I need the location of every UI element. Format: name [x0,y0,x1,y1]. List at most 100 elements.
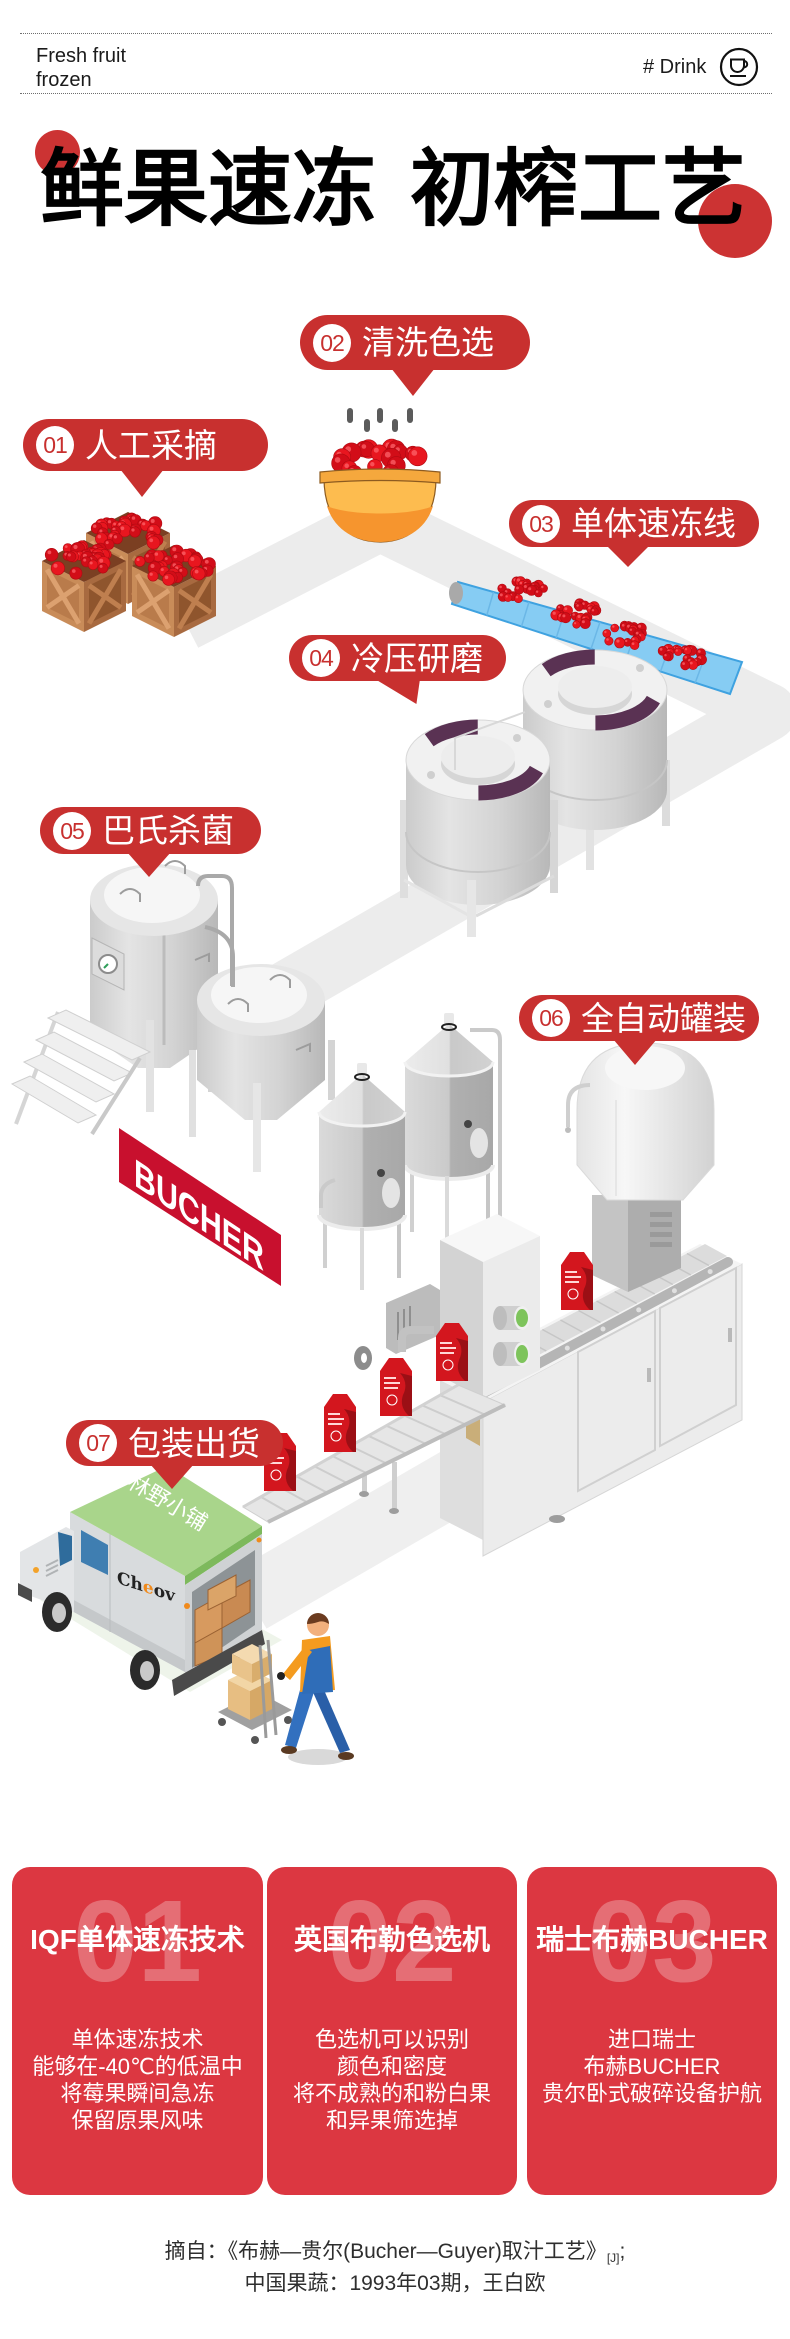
washer-hole [361,1353,367,1363]
berry-highlight [516,586,519,590]
icon-ring [719,47,759,87]
pouch-label-line [440,1352,454,1354]
berry [407,446,428,467]
title-accent-dot-left [35,130,80,175]
feature-card-bucher: 03 瑞士布赫BUCHER 进口瑞士 布赫BUCHER 贵尔卧式破碎设备护航 [527,1867,777,2195]
bowl-rim [319,468,441,484]
stair-tread [10,1075,98,1124]
berry-highlight [631,642,635,645]
tank-handle [295,1042,311,1052]
rail-bolt [564,1345,570,1351]
berry-highlight [53,563,58,568]
berry-highlight [562,614,566,618]
pouch-label-line [565,1281,579,1283]
roller-core [516,1309,528,1327]
step-title: 人工采摘 [85,426,217,464]
berry-highlight [334,457,341,463]
card-body-line: 色选机可以识别 [314,2027,469,2052]
berry [87,559,99,571]
crate [42,540,126,632]
belt-slat [486,591,495,616]
berry-highlight [574,622,577,625]
berry-highlight [582,602,585,605]
card-body-line: 进口瑞士 [607,2027,696,2052]
conveyor-slat [385,1424,427,1445]
conveyor-foot [389,1508,399,1514]
door-handle [647,1368,651,1382]
neck-vent [650,1222,672,1227]
berry-highlight [604,630,607,634]
step-number-badge: 03 [522,504,560,543]
title-accent-dot-right [698,184,772,258]
pouch-label-line [328,1418,344,1420]
card-title: IQF单体速冻技术 [30,1924,245,1955]
header-bottom-divider [20,93,772,94]
bowl-base-shade [327,506,433,542]
berry-highlight [73,544,78,550]
fruit-pile [602,620,647,650]
berry [590,607,599,616]
pouch-emblem [567,1288,579,1300]
storage-tank-left [317,1063,407,1290]
berry [604,636,614,646]
berry-highlight [118,522,122,526]
berry-highlight [564,607,568,611]
berry-highlight [99,558,104,563]
step-label-07: 07 包装出货 [66,1420,283,1466]
berry-highlight [581,620,585,624]
citation-line-2: 中国果蔬：1993年03期，王白欧 [244,2272,546,2295]
berry-highlight [361,444,367,449]
water-drop-icon [364,419,370,432]
berry-highlight [664,654,667,657]
truck-grille [45,1569,59,1577]
cup-handle [743,60,749,69]
truck-headlight [33,1567,39,1573]
worker-shoe [338,1752,354,1760]
pasteurization-tank-short [189,874,335,1172]
tank-leg [253,1083,261,1172]
tagline-line-2: frozen [36,69,92,91]
step-label-03: 03 单体速冻线 [509,500,759,547]
control-box [386,1284,440,1354]
conveyor-slat [421,1404,466,1426]
tank-band [405,831,551,873]
berry-highlight [499,593,503,597]
fruit-pile [657,644,707,671]
berry-highlight [89,561,93,565]
berry-highlight [635,631,639,635]
berry-highlight [588,606,591,610]
category-tag: # Drink [643,56,707,78]
grinding-tank-back [522,649,670,870]
worker-shoe [281,1746,297,1754]
cart-wheel [251,1736,259,1744]
step-title: 包装出货 [128,1424,260,1462]
pouch-graphic [581,1267,593,1310]
cart-handle [258,1644,268,1739]
step-number-badge: 04 [302,639,340,677]
berry-highlight [689,661,693,665]
tank-gauge [377,1169,385,1177]
berry-highlight [83,558,87,562]
step-number-badge: 05 [53,811,91,850]
citation-source: 摘自：《布赫—贵尔(Bucher—Guyer)取汁工艺》 [164,2240,607,2263]
header-tagline: Fresh fruit frozen [36,44,126,92]
berry-highlight [149,526,154,531]
berry [514,594,523,603]
step-number-badge: 07 [79,1424,117,1462]
step-label-06: 06 全自动罐装 [519,995,759,1041]
conveyor-slat [403,1414,447,1436]
tank-lid [441,736,515,778]
berry [147,570,159,582]
berry [579,618,591,629]
berry-highlight [149,572,153,576]
berry-highlight [190,557,195,561]
transfer-pipe [196,874,234,986]
cart-wheel [218,1718,226,1726]
card-body-line: 布赫BUCHER [583,2054,721,2079]
berry-highlight [606,638,609,641]
hopper-cap [605,1046,685,1090]
tank-knob [444,1013,454,1025]
step-title: 全自动罐装 [581,999,746,1037]
berry-highlight [684,648,688,651]
crate-brace [135,588,171,615]
